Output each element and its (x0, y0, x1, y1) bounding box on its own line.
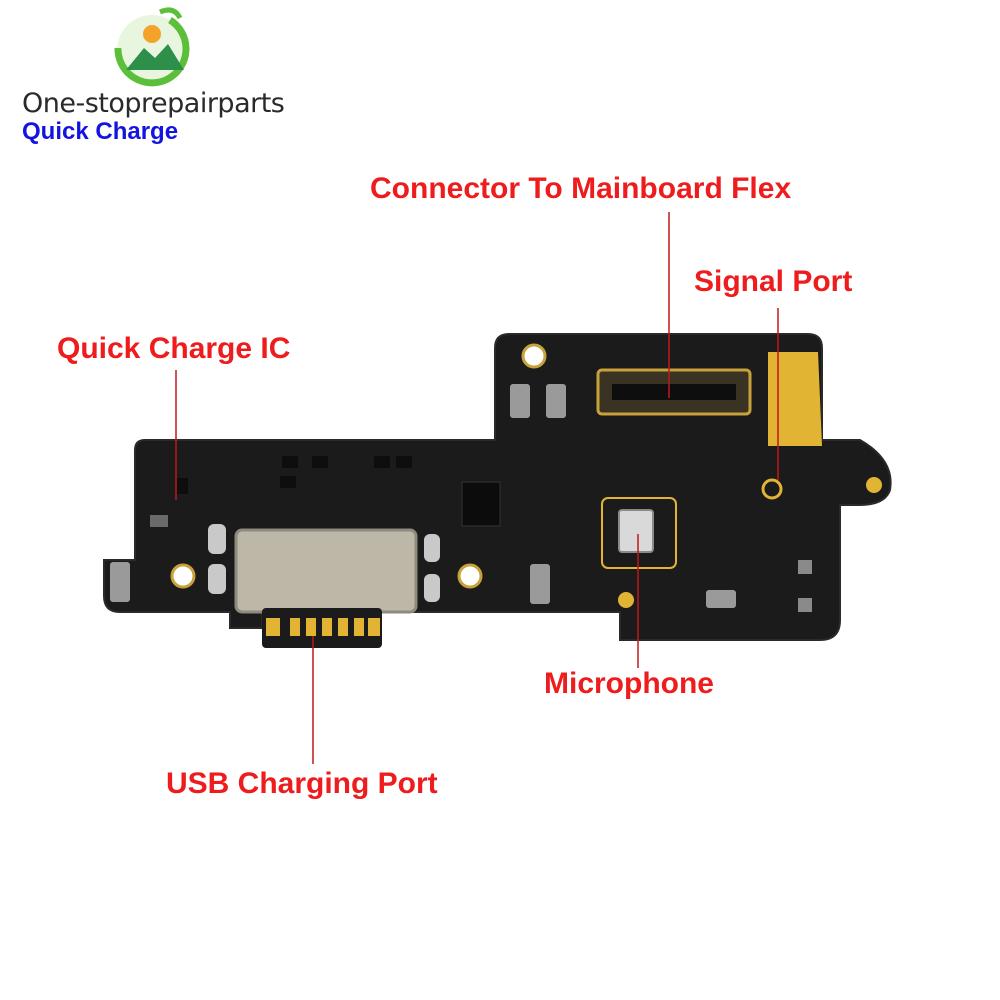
logo (114, 7, 190, 87)
subtitle: Quick Charge (22, 118, 179, 145)
callout-microphone: Microphone (544, 667, 714, 700)
callout-quick-charge-ic: Quick Charge IC (57, 332, 291, 365)
callout-signal-port: Signal Port (694, 265, 853, 298)
callout-usb-port: USB Charging Port (166, 767, 438, 800)
pcb-board (103, 333, 892, 648)
brand-name: One-stoprepairparts (22, 88, 285, 119)
callout-connector: Connector To Mainboard Flex (370, 172, 792, 205)
leader-lines (175, 212, 779, 764)
